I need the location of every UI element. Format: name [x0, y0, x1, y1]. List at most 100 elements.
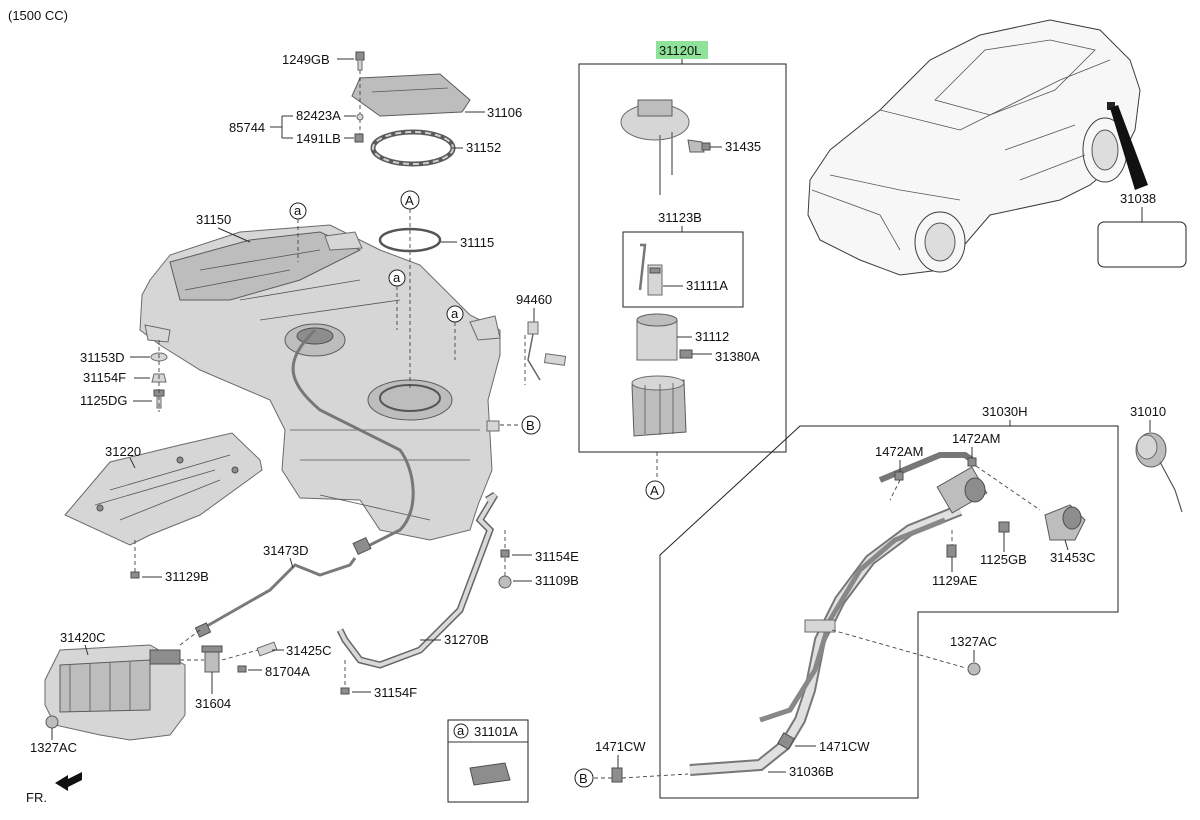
strap-31270B[interactable]: [336, 492, 499, 669]
label-31153D[interactable]: 31153D: [80, 350, 125, 365]
label-31150[interactable]: 31150: [196, 212, 231, 227]
cover-plate-31106[interactable]: [351, 73, 471, 117]
nut-31109B[interactable]: [498, 575, 512, 589]
label-31101A[interactable]: 31101A: [474, 724, 518, 739]
label-31129B[interactable]: 31129B: [165, 569, 209, 584]
pad-31101A[interactable]: [469, 762, 511, 786]
label-94460[interactable]: 94460: [516, 292, 552, 307]
label-31154F-b[interactable]: 31154F: [374, 685, 417, 700]
hose-31425C[interactable]: [256, 641, 278, 657]
fuel-door-31038[interactable]: [1097, 221, 1187, 268]
label-1327AC-b[interactable]: 1327AC: [950, 634, 997, 649]
box-31120L: [578, 63, 787, 453]
label-1471CW-b[interactable]: 1471CW: [819, 739, 870, 754]
box-31101A: [447, 719, 529, 803]
label-1472AM-b[interactable]: 1472AM: [952, 431, 1000, 446]
label-31420C[interactable]: 31420C: [60, 630, 106, 645]
label-31154F-a[interactable]: 31154F: [83, 370, 126, 385]
label-1472AM-a[interactable]: 1472AM: [875, 444, 923, 459]
screw-1491LB[interactable]: [354, 133, 364, 143]
marker-a-1: a: [289, 202, 307, 220]
label-1471CW-a[interactable]: 1471CW: [595, 739, 646, 754]
label-31111A[interactable]: 31111A: [686, 278, 728, 293]
heat-shield-31220[interactable]: [64, 432, 263, 546]
svg-text:A: A: [650, 483, 659, 498]
sender-94460[interactable]: [524, 321, 567, 385]
housing-31453C[interactable]: [1044, 504, 1086, 541]
marker-a-box: a: [453, 723, 469, 739]
label-31453C[interactable]: 31453C: [1050, 550, 1096, 565]
lock-ring-31152[interactable]: [370, 129, 456, 167]
seal-82423A[interactable]: [356, 113, 364, 121]
label-1129AE[interactable]: 1129AE: [932, 573, 978, 588]
label-31380A[interactable]: 31380A: [715, 349, 760, 364]
vehicle-illustration: [807, 19, 1141, 276]
label-31425C[interactable]: 31425C: [286, 643, 332, 658]
label-1125GB[interactable]: 1125GB: [980, 552, 1027, 567]
label-31038[interactable]: 31038: [1120, 191, 1156, 206]
box-31123B: [622, 231, 744, 308]
label-1249GB[interactable]: 1249GB: [282, 52, 330, 67]
nut-31154E[interactable]: [500, 549, 510, 558]
regulator-31380A[interactable]: [679, 349, 693, 359]
label-31010[interactable]: 31010: [1130, 404, 1166, 419]
svg-text:a: a: [393, 270, 401, 285]
marker-a-2: a: [388, 269, 406, 287]
screw-1125GB[interactable]: [998, 521, 1010, 533]
engine-spec: (1500 CC): [8, 8, 68, 23]
label-31270B[interactable]: 31270B: [444, 632, 489, 647]
fuel-cap-31010[interactable]: [1135, 432, 1183, 513]
svg-text:A: A: [405, 193, 414, 208]
label-31120L[interactable]: 31120L: [659, 43, 701, 58]
clamp-1471CW-b[interactable]: [777, 732, 795, 750]
label-1125DG[interactable]: 1125DG: [80, 393, 127, 408]
label-31123B[interactable]: 31123B: [658, 210, 702, 225]
label-31106[interactable]: 31106: [487, 105, 522, 120]
filter-31112[interactable]: [636, 313, 678, 361]
pipe-connector: [352, 536, 372, 556]
clamp-1471CW-a[interactable]: [611, 767, 623, 783]
gasket-31115[interactable]: [378, 227, 442, 253]
bolt-1249GB[interactable]: [355, 51, 365, 71]
grommet-1327AC-b[interactable]: [967, 662, 981, 676]
clamp-1472AM-a[interactable]: [894, 471, 904, 481]
label-1327AC-a[interactable]: 1327AC: [30, 740, 77, 755]
label-31109B[interactable]: 31109B: [535, 573, 579, 588]
highlight-31120L: [656, 41, 708, 59]
sensor-31435[interactable]: [687, 139, 711, 153]
canister-31420C[interactable]: [44, 644, 186, 741]
label-31154E[interactable]: 31154E: [535, 549, 579, 564]
clip-81704A[interactable]: [237, 665, 247, 673]
label-31604[interactable]: 31604: [195, 696, 231, 711]
label-31473D[interactable]: 31473D: [263, 543, 309, 558]
label-31152[interactable]: 31152: [466, 140, 501, 155]
label-31036B[interactable]: 31036B: [789, 764, 834, 779]
label-82423A[interactable]: 82423A: [296, 108, 341, 123]
fuel-line-31473D[interactable]: [199, 557, 357, 632]
pump-flange-assembly[interactable]: [620, 99, 690, 195]
label-1491LB[interactable]: 1491LB: [296, 131, 341, 146]
label-31030H[interactable]: 31030H: [982, 404, 1028, 419]
label-81704A[interactable]: 81704A: [265, 664, 310, 679]
svg-text:a: a: [457, 723, 465, 738]
marker-B-tank: B: [521, 415, 541, 435]
label-85744[interactable]: 85744: [229, 120, 265, 135]
pump-31111A[interactable]: [638, 243, 663, 296]
label-31115[interactable]: 31115: [460, 235, 494, 250]
label-31435[interactable]: 31435: [725, 139, 761, 154]
label-31220[interactable]: 31220: [105, 444, 141, 459]
filler-neck-31036B[interactable]: [689, 466, 988, 776]
box-31030H: [659, 425, 1119, 799]
grommet-1327AC[interactable]: [45, 715, 59, 729]
reservoir-cup[interactable]: [631, 375, 687, 437]
front-direction-label: FR.: [26, 790, 47, 805]
svg-text:B: B: [526, 418, 535, 433]
bolt-1129AE[interactable]: [946, 544, 957, 558]
clamp-1472AM-b[interactable]: [967, 457, 977, 467]
label-31112[interactable]: 31112: [695, 329, 729, 344]
bolt-31129B[interactable]: [130, 571, 140, 579]
marker-A-top: A: [400, 190, 420, 210]
nut-31154F-b[interactable]: [340, 687, 350, 695]
valve-31604[interactable]: [201, 645, 223, 673]
